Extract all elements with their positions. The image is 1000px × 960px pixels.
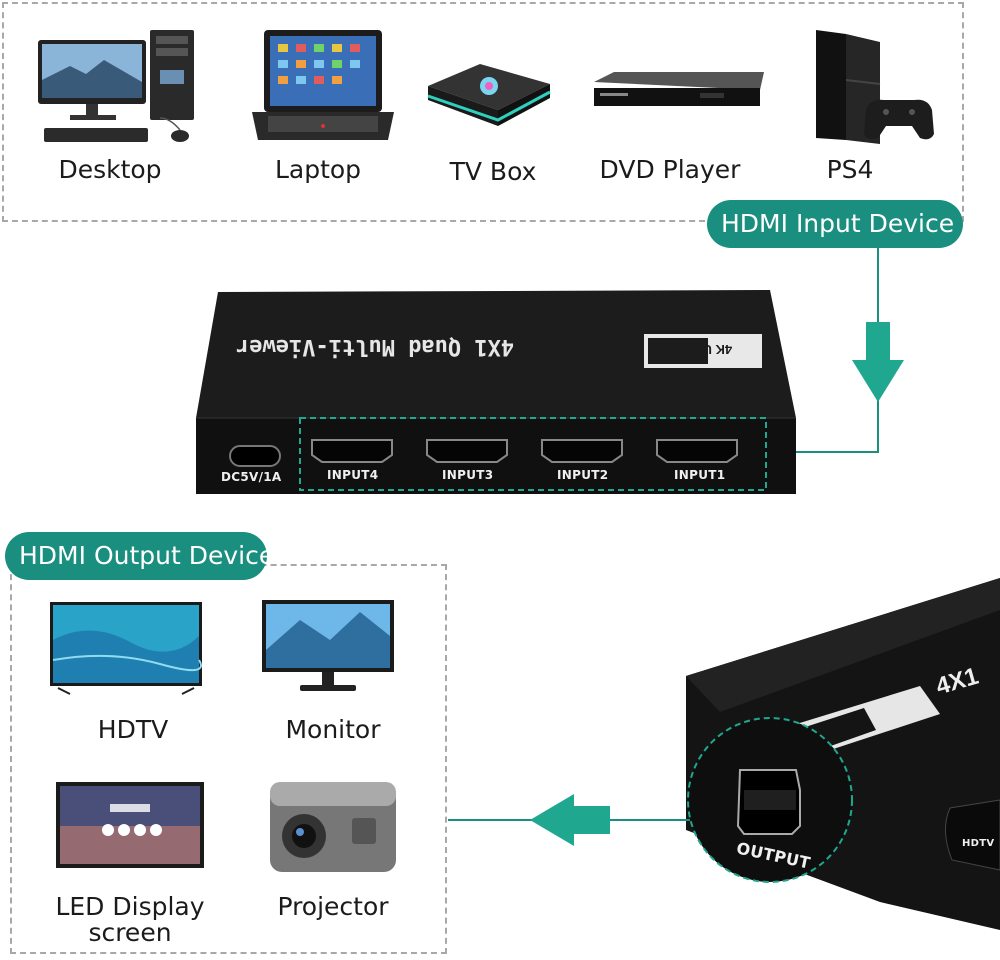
port-label-input3: INPUT3 (442, 468, 494, 482)
port-label-input2: INPUT2 (557, 468, 609, 482)
device-4k-logo: 4K ULTRAHD (650, 342, 733, 357)
device-label-dvd-player: DVD Player (599, 155, 741, 184)
device-label-ps4: PS4 (826, 155, 874, 184)
port-label-hdtv-side: HDTV (962, 838, 995, 849)
device-label-projector: Projector (277, 892, 389, 921)
device-label-led-display-line1: LED Display (55, 892, 205, 921)
hdmi-output-device-badge: HDMI Output Device (5, 532, 274, 580)
port-label-input4: INPUT4 (327, 468, 379, 482)
device-label-laptop: Laptop (274, 155, 362, 184)
port-label-input1: INPUT1 (674, 468, 726, 482)
output-side-title: 4X1 (932, 662, 982, 701)
device-label-led-display-line2: screen (88, 918, 172, 947)
port-label-dc: DC5V/1A (221, 470, 282, 484)
input-devices-box (2, 2, 964, 222)
hdmi-input-device-badge: HDMI Input Device (707, 200, 963, 248)
device-label-monitor: Monitor (285, 715, 381, 744)
port-label-output: OUTPUT (734, 838, 813, 873)
device-label-tv-box: TV Box (449, 157, 537, 186)
device-label-hdtv: HDTV (97, 715, 169, 744)
device-label-desktop: Desktop (58, 155, 162, 184)
device-title: 4X1 Quad Multi-Viewer (236, 334, 515, 359)
